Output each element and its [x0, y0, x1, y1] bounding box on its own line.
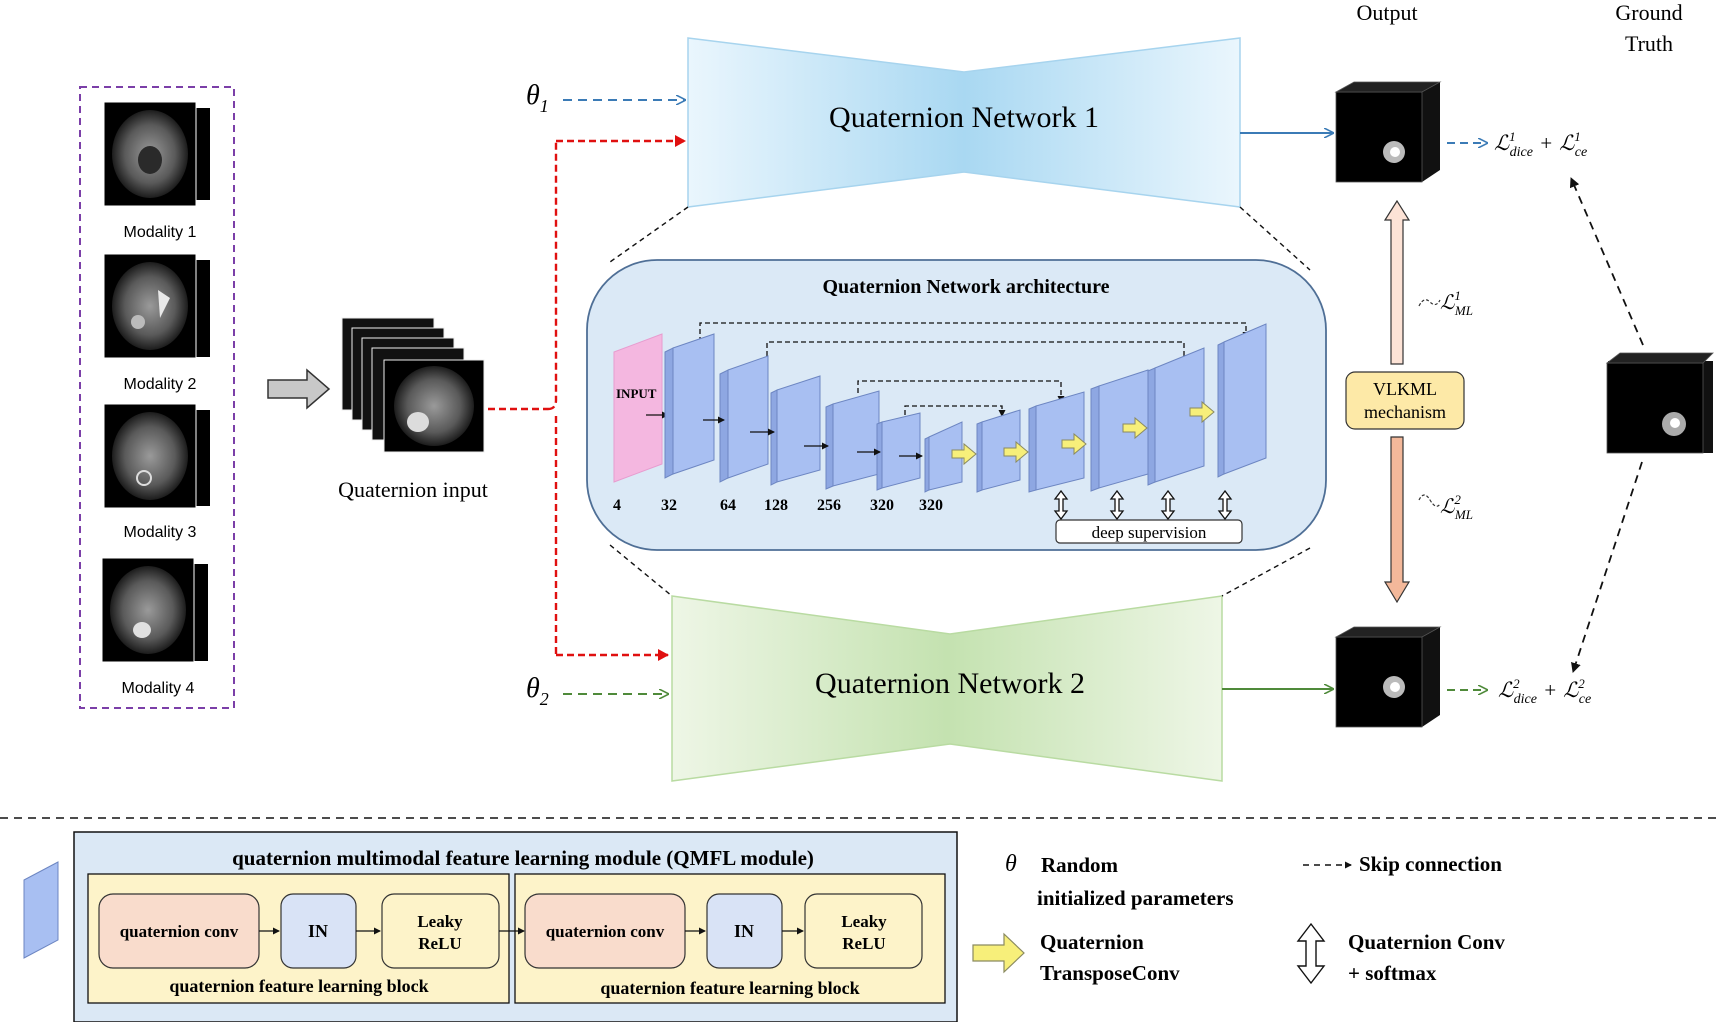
red-connector-brace: [547, 141, 558, 411]
deep-supervision-arrows: [1053, 489, 1233, 521]
ground-truth-heading-line1: Ground: [1615, 0, 1682, 25]
ground-truth-cube: [1605, 352, 1714, 454]
zoom-line-bottom-right: [1221, 547, 1311, 597]
output-heading: Output: [1356, 0, 1417, 25]
modality-3-label: Modality 3: [124, 524, 197, 541]
vlkml-label-line1: VLKML: [1373, 379, 1437, 399]
channel-320a: 320: [870, 497, 894, 514]
network2-label: Quaternion Network 2: [815, 667, 1085, 700]
ground-truth-heading-line2: Truth: [1625, 31, 1673, 56]
block2-conv-label: quaternion conv: [546, 922, 665, 941]
legend-random-line1: Random: [1041, 853, 1119, 877]
layer-enc-256: [825, 390, 880, 490]
input-layer-label: INPUT: [616, 386, 657, 401]
block2-leaky: [804, 893, 923, 969]
modality-panel: [79, 86, 235, 709]
legend-random-line2: initialized parameters: [1037, 886, 1234, 910]
legend-transpose-arrow: [972, 932, 1025, 974]
network1-label: Quaternion Network 1: [829, 101, 1099, 134]
layer-enc-128: [770, 375, 821, 486]
channel-64: 64: [720, 497, 736, 514]
deep-supervision-label: deep supervision: [1092, 523, 1207, 542]
block1-leaky: [381, 893, 500, 969]
legend-convsoft-line1: Quaternion Conv: [1348, 930, 1505, 954]
layer-dec-1: [976, 409, 1021, 493]
quaternion-input-stack: [341, 317, 485, 453]
channel-4: 4: [613, 497, 621, 514]
layer-enc-320a: [876, 412, 921, 491]
legend-transpose-line2: TransposeConv: [1040, 961, 1180, 985]
channel-320b: 320: [919, 497, 943, 514]
modality-1-scan: [103, 101, 210, 207]
block1-leaky-line1: Leaky: [417, 912, 463, 931]
gt-to-loss1-arrow: [1569, 177, 1644, 346]
vlkml-label-line2: mechanism: [1364, 402, 1446, 422]
block1-label: quaternion feature learning block: [169, 976, 428, 996]
legend-convsoft-arrow: [1296, 922, 1326, 985]
layer-dec-5: [1217, 323, 1267, 478]
block1-in-label: IN: [308, 921, 328, 941]
block2-leaky-line2: ReLU: [842, 934, 885, 953]
ml1-squiggle: [1418, 299, 1441, 307]
legend-layer-glyph: [23, 861, 59, 959]
layer-enc-32: [664, 333, 715, 479]
layer-dec-4: [1147, 347, 1205, 486]
ml2-squiggle: [1418, 494, 1441, 507]
modality-3-scan: [103, 403, 210, 509]
channel-128: 128: [764, 497, 788, 514]
output1-cube: [1334, 81, 1442, 183]
layer-dec-2: [1028, 391, 1085, 493]
zoom-line-top-right: [1239, 206, 1311, 271]
theta1-symbol: θ1: [526, 80, 549, 116]
quaternion-input-label: Quaternion input: [338, 477, 488, 502]
gt-to-loss2-arrow: [1571, 461, 1643, 673]
legend-theta: θ: [1005, 851, 1017, 877]
zoom-line-bottom-left: [609, 544, 673, 597]
skip-connections: [699, 322, 1250, 417]
block2-in-label: IN: [734, 921, 754, 941]
modality-4-scan: [101, 557, 208, 663]
block2-leaky-line1: Leaky: [841, 912, 887, 931]
output2-cube: [1334, 626, 1442, 728]
legend-convsoft-line2: + softmax: [1348, 961, 1437, 985]
layer-enc-64: [719, 355, 769, 483]
vlkml-box: [1345, 371, 1465, 430]
channel-256: 256: [817, 497, 841, 514]
block1-leaky-line2: ReLU: [418, 934, 461, 953]
zoom-line-top-left: [609, 206, 689, 263]
layer-enc-320b: [924, 421, 963, 493]
channel-32: 32: [661, 497, 677, 514]
theta2-symbol: θ2: [526, 673, 549, 709]
deep-supervision-box: [1055, 519, 1243, 544]
conv-arrows: [703, 416, 923, 460]
block1-conv-label: quaternion conv: [120, 922, 239, 941]
legend-transpose-line1: Quaternion: [1040, 930, 1144, 954]
modality-2-scan: [103, 253, 210, 359]
transpose-conv-arrows: [951, 400, 1215, 466]
network2-shape: [671, 595, 1223, 782]
legend-skip-label: Skip connection: [1359, 852, 1502, 876]
ml1-arrow: [1383, 199, 1411, 365]
modality-1-label: Modality 1: [124, 224, 197, 241]
layer-input: [613, 333, 663, 483]
modality-2-label: Modality 2: [124, 376, 197, 393]
ml2-arrow: [1383, 436, 1411, 604]
architecture-title: Quaternion Network architecture: [823, 276, 1110, 298]
modality-4-label: Modality 4: [122, 680, 195, 697]
qmfl-module-title: quaternion multimodal feature learning m…: [232, 846, 814, 870]
grey-arrow: [267, 368, 331, 410]
block2-label: quaternion feature learning block: [600, 978, 859, 998]
